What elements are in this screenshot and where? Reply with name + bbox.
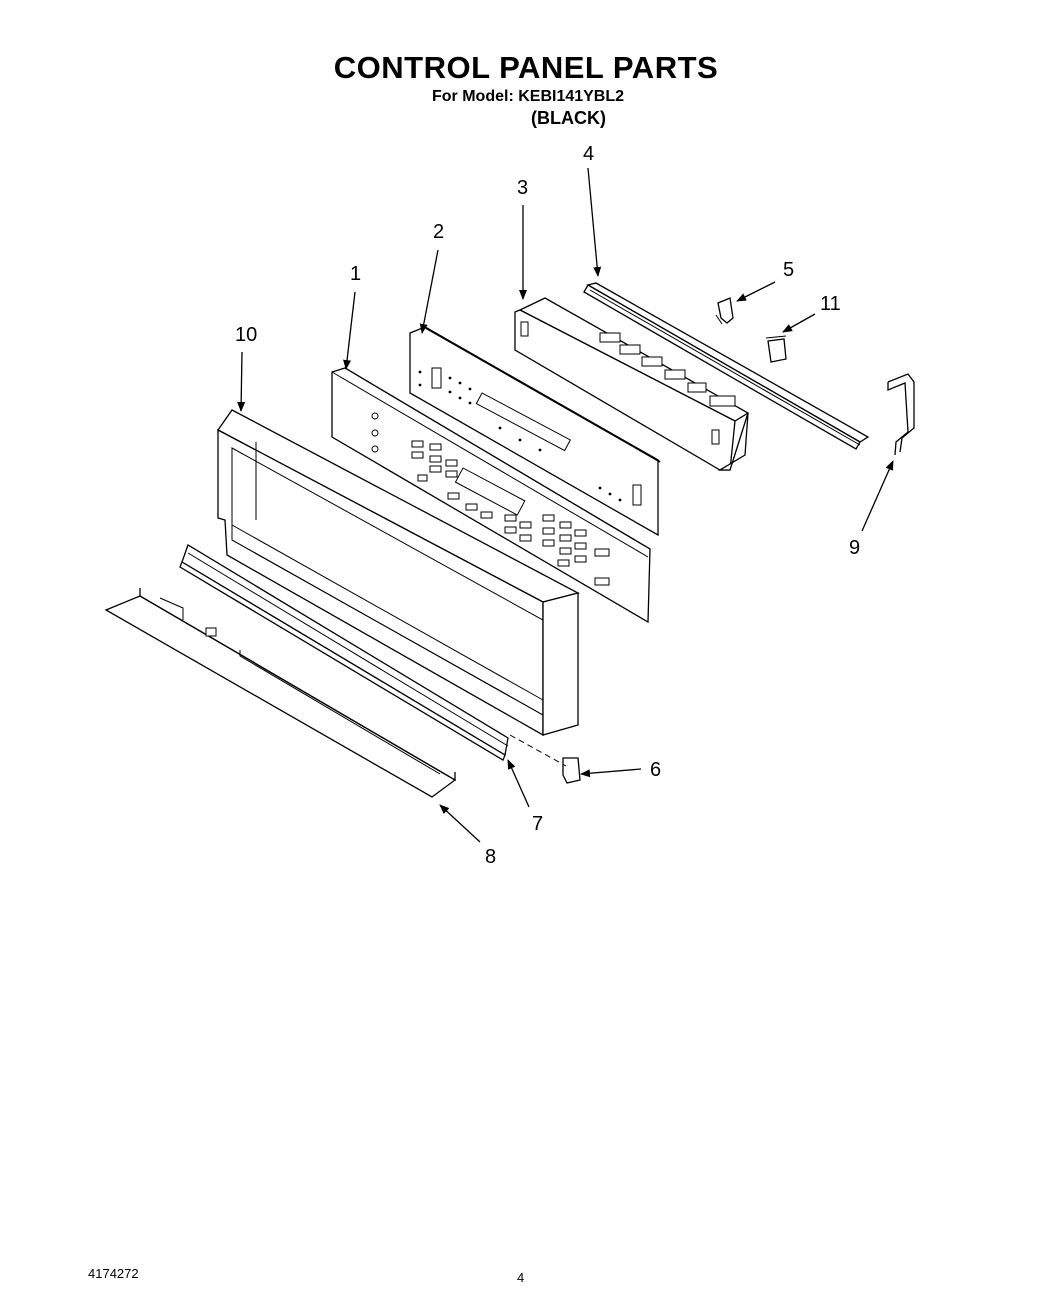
- callout-3: 3: [517, 177, 528, 199]
- callout-9: 9: [849, 537, 860, 559]
- part-7-trim: [179, 544, 509, 761]
- callout-leaders: [237, 167, 894, 843]
- callout-1: 1: [350, 263, 361, 285]
- page-title: CONTROL PANEL PARTS: [333, 50, 719, 85]
- page-number: 4: [517, 1270, 525, 1285]
- callout-6: 6: [650, 759, 661, 781]
- part-2-overlay: [409, 326, 661, 537]
- part-5-clip: [715, 297, 734, 325]
- callout-11: 11: [820, 293, 841, 315]
- callout-7: 7: [532, 813, 543, 835]
- part-8-bottom-panel: [104, 588, 457, 798]
- part-1-control-panel: [331, 367, 651, 624]
- callout-2: 2: [433, 221, 444, 243]
- part-3-control-board: [514, 297, 750, 471]
- part-9-bracket: [887, 373, 915, 456]
- callout-8: 8: [485, 846, 496, 868]
- color-label: (BLACK): [531, 108, 606, 128]
- callout-numbers: 4 3 2 1 10 5 11 9 6 7 8: [235, 143, 860, 868]
- part-10-frame: [217, 409, 580, 737]
- callout-4: 4: [583, 143, 594, 165]
- part-4-rail: [583, 282, 870, 450]
- document-number: 4174272: [88, 1266, 139, 1281]
- part-11-bracket: [765, 335, 787, 363]
- model-label: For Model: KEBI141YBL2: [432, 88, 625, 105]
- callout-10: 10: [235, 324, 257, 346]
- part-6-clip: [509, 734, 581, 784]
- callout-5: 5: [783, 259, 794, 281]
